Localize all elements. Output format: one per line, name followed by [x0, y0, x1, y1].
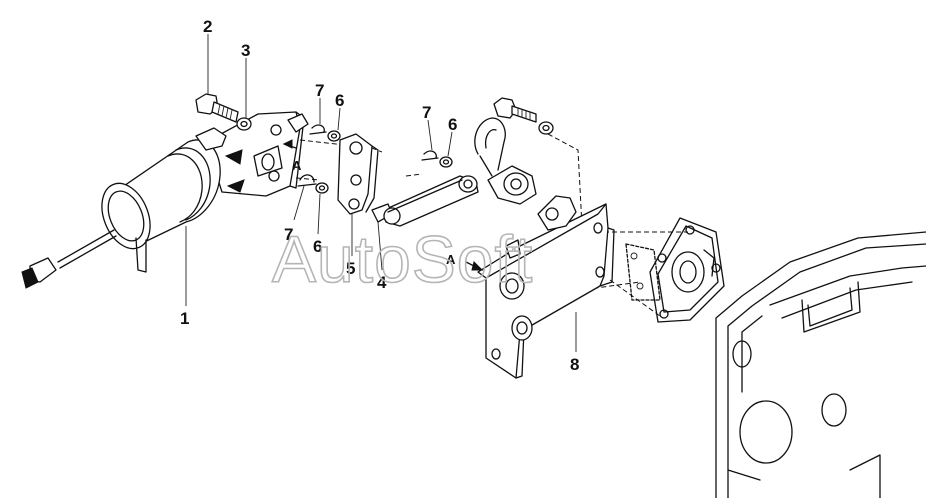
callout-6-middle: 6 — [448, 115, 457, 134]
callout-3: 3 — [241, 41, 250, 60]
gasket — [625, 243, 661, 301]
solenoid-bracket — [205, 111, 309, 197]
callout-6-top: 6 — [335, 91, 344, 110]
clip-washer-set-middle — [421, 150, 453, 168]
clip-washer-set-lower — [297, 174, 329, 194]
callout-1: 1 — [180, 309, 189, 328]
engine-block — [715, 231, 926, 498]
link-plate — [337, 133, 379, 215]
callout-7-lower: 7 — [284, 225, 293, 244]
leader-lines — [185, 34, 577, 352]
callout-labels: 2 3 7 6 7 6 7 6 5 4 1 8 A A — [180, 17, 579, 374]
callout-4: 4 — [377, 273, 387, 292]
bolt-right — [493, 97, 554, 135]
solenoid — [21, 127, 227, 289]
callout-2: 2 — [203, 17, 212, 36]
callout-6-lower: 6 — [313, 237, 322, 256]
pivot-lever — [474, 117, 537, 205]
callout-7-middle: 7 — [422, 103, 431, 122]
view-marker-a-right: A — [446, 252, 456, 267]
mounting-flange — [649, 217, 725, 323]
bolt-solenoid — [195, 93, 252, 131]
bracket — [477, 195, 615, 379]
callout-8: 8 — [570, 355, 579, 374]
callout-7-top: 7 — [315, 81, 324, 100]
clip-washer-set-top — [309, 124, 341, 142]
link-rod — [371, 175, 479, 227]
callout-5: 5 — [346, 259, 355, 278]
view-marker-a-left: A — [292, 158, 302, 173]
watermark: AutoSoft — [272, 222, 533, 296]
